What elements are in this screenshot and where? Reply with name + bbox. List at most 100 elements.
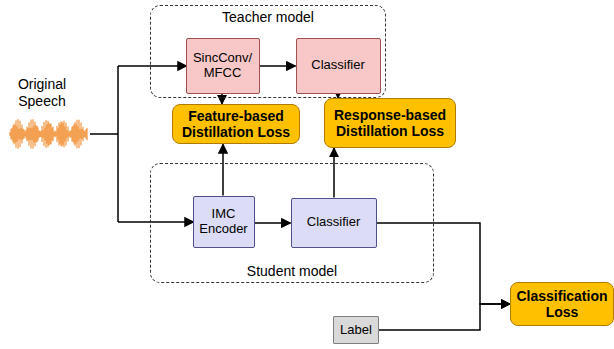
waveform-stroke [19,129,20,139]
waveform-stroke [62,122,63,147]
waveform-stroke [73,126,74,142]
box-label: Response-based Distillation Loss [329,107,451,139]
waveform-stroke [72,127,73,142]
waveform-stroke [64,121,65,148]
waveform-stroke [32,128,33,140]
arrow-head [185,218,193,226]
branch-arrow [118,65,180,67]
waveform-stroke [16,120,17,147]
connector-arrow [222,144,224,195]
waveform-stroke [42,126,43,142]
classifier-box: Classifier [296,38,381,94]
waveform-stroke [52,128,53,141]
waveform-stroke [77,120,78,149]
waveform-stroke [25,132,26,137]
loss-box: Feature-based Distillation Loss [172,104,300,144]
feature-extractor-box: SincConv/ MFCC [186,38,260,94]
waveform-stroke [58,128,59,139]
connector-arrow [333,148,335,198]
waveform-stroke [71,130,72,137]
waveform-stroke [45,127,46,140]
waveform-stroke [44,122,45,146]
waveform-stroke [40,131,41,137]
waveform-stroke [50,124,51,145]
waveform-stroke [15,125,16,143]
waveform-stroke [47,124,48,143]
waveform-stroke [53,127,54,142]
box-label: IMC Encoder [198,207,250,237]
waveform-stroke [38,127,39,140]
waveform-stroke [79,120,80,148]
waveform-stroke [54,132,55,137]
waveform-stroke [11,129,12,139]
encoder-box: IMC Encoder [193,196,255,248]
waveform-stroke [14,124,15,145]
input-label: Original Speech [6,76,78,110]
waveform-stroke [66,123,67,146]
waveform-stroke [46,120,47,148]
connector-arrow [379,304,510,330]
waveform-stroke [57,126,58,142]
waveform-stroke [37,126,38,142]
branch-arrow [118,221,187,223]
waveform-stroke [76,124,77,143]
loss-box: Classification Loss [510,282,614,326]
waveform-stroke [63,123,64,144]
waveform-stroke [22,124,23,143]
box-label: SincConv/ MFCC [191,51,255,81]
connector-arrow [255,222,291,224]
waveform-stroke [35,122,36,147]
waveform-stroke [51,124,52,145]
waveform-stroke [28,128,29,140]
waveform-stroke [31,120,32,149]
box-label: Classifier [311,58,364,73]
waveform [10,119,87,149]
waveform-stroke [81,122,82,145]
waveform-stroke [48,121,49,147]
waveform-stroke [68,126,69,141]
waveform-stroke [86,129,87,139]
waveform-stroke [41,131,42,137]
box-label: Feature-based Distillation Loss [177,108,295,140]
waveform-stroke [85,131,86,137]
branch-line [90,133,118,135]
branch-line [117,66,119,222]
waveform-stroke [82,129,83,139]
waveform-stroke [10,132,11,136]
waveform-stroke [74,124,75,143]
waveform-stroke [29,122,30,145]
waveform-stroke [23,129,24,139]
waveform-stroke [30,128,31,140]
waveform-stroke [59,123,60,146]
waveform-stroke [70,131,71,138]
teacher-model-group: Teacher modelSincConv/ MFCC Classifier [150,5,386,98]
waveform-stroke [84,131,85,138]
waveform-stroke [20,121,21,148]
waveform-stroke [21,128,22,140]
waveform-stroke [61,122,62,147]
waveform-stroke [69,132,70,137]
waveform-stroke [65,126,66,141]
connector-arrow [377,223,511,304]
waveform-stroke [56,132,57,137]
waveform-stroke [67,130,68,138]
waveform-stroke [36,125,37,142]
waveform-stroke [12,128,13,140]
waveform-stroke [87,128,88,140]
loss-box: Response-based Distillation Loss [324,98,456,148]
waveform-stroke [26,130,27,138]
waveform-stroke [49,123,50,145]
box-label: Classification Loss [515,288,609,320]
group-title: Teacher model [151,9,385,25]
waveform-stroke [60,124,61,143]
waveform-stroke [75,122,76,146]
waveform-stroke [27,127,28,141]
waveform-stroke [33,119,34,148]
waveform-stroke [43,130,44,138]
connector-arrow [260,65,296,67]
waveform-stroke [80,129,81,139]
speech-branch-lines [90,62,193,226]
label-box: Label [333,316,379,344]
waveform-stroke [13,126,14,142]
classifier-box: Classifier [291,198,377,248]
